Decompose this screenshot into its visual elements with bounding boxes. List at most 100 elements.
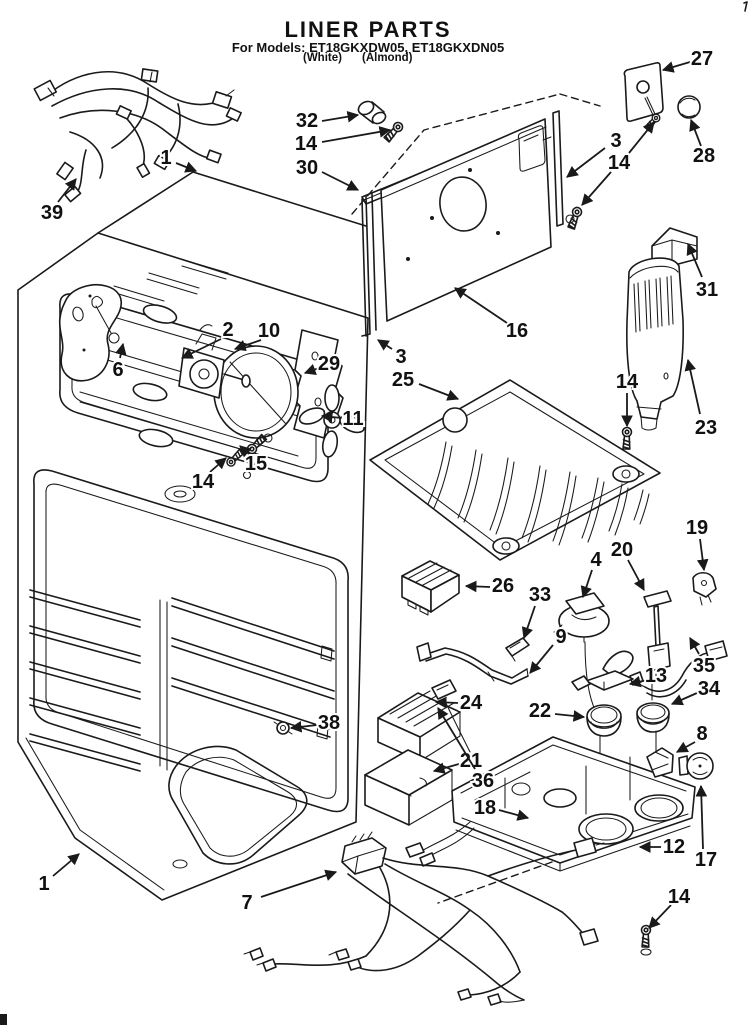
callout-label-22: 22 [529,700,551,722]
callout-arrow-4 [580,569,593,599]
callout-arrow-3 [566,147,606,178]
clip-33 [505,637,530,662]
callout-label-14: 14 [616,371,639,393]
callout-arrow-11 [320,411,343,423]
bulb-socket-8 [646,747,714,780]
callout-arrow-13 [628,675,648,688]
clip-36 [431,679,471,753]
page-title: LINER PARTS [284,17,452,42]
callout-arrow-14 [321,126,392,143]
callout-arrow-21 [432,762,460,774]
bracket-20 [643,590,672,682]
models-line: For Models: ET18GKXDW05, ET18GKXDN05 [0,40,736,55]
callout-label-9: 9 [555,626,566,648]
callout-arrow-18 [498,809,530,821]
callout-label-3: 3 [610,130,621,152]
page-corner-mark [743,1,748,12]
screw-14 [566,205,584,231]
callout-label-23: 23 [695,417,717,439]
bracket-13 [571,650,634,691]
callout-arrow-6 [115,342,127,359]
callout-label-17: 17 [695,849,717,871]
back-panel-16 [380,118,552,322]
light-housing-12 [405,736,696,904]
callout-label-14: 14 [608,152,631,174]
wire-harness-7 [243,831,605,1006]
almond-color-note: (Almond) [362,52,413,64]
callout-label-14: 14 [668,886,691,908]
callout-arrow-10 [233,339,262,352]
spacer-32 [357,100,387,125]
callout-label-18: 18 [474,797,496,819]
control-box-26 [401,560,460,616]
callout-arrow-16 [454,287,508,324]
callout-label-24: 24 [460,692,483,714]
callout-label-3: 3 [395,346,406,368]
callout-label-39: 39 [41,202,63,224]
callout-label-16: 16 [506,320,528,342]
page-edge-mark [0,1014,7,1025]
callout-label-19: 19 [686,517,708,539]
panel-cutout [517,125,552,172]
shield-plate-6 [58,284,122,382]
callout-label-32: 32 [296,110,318,132]
callout-label-29: 29 [318,353,340,375]
callout-label-4: 4 [590,549,602,571]
callout-arrow-15 [239,445,252,458]
callout-label-14: 14 [192,471,215,493]
callout-arrow-25 [418,383,460,401]
callout-label-7: 7 [241,892,252,914]
callout-label-26: 26 [492,575,514,597]
lens-cup-34 [636,702,670,733]
callout-label-13: 13 [645,665,667,687]
callout-arrow-24 [434,696,459,709]
callout-arrow-23 [684,358,701,415]
callout-arrow-29 [303,363,320,375]
callout-arrow-1 [175,161,198,173]
callout-label-34: 34 [698,678,721,700]
callout-arrow-34 [670,692,698,706]
callout-label-33: 33 [529,584,551,606]
model-number-almond: ET18GKXDN05 [411,40,505,55]
air-duct-23 [626,257,684,431]
callout-label-11: 11 [342,408,363,430]
callout-label-15: 15 [245,453,267,475]
foam-cylinder-10 [142,304,178,324]
callout-label-10: 10 [258,320,280,342]
callout-label-27: 27 [691,48,713,70]
callout-arrow-32 [321,110,360,123]
callout-label-25: 25 [392,369,414,391]
white-color-note: (White) [303,52,342,64]
foam-cylinder-10 [138,428,174,448]
callout-arrow-36 [437,706,476,770]
models-separator: , [404,40,412,55]
callout-arrow-27 [661,61,691,73]
callout-label-21: 21 [460,750,482,772]
callout-arrow-17 [695,784,708,850]
callout-label-6: 6 [112,359,123,381]
callout-arrow-30 [321,171,360,191]
liner-cabinet [17,171,369,901]
callout-arrow-26 [464,580,491,593]
screw-14 [382,119,406,144]
fan-motor-assembly [132,304,365,480]
callout-arrow-38 [289,720,318,733]
back-panel-assembly [351,93,601,337]
callout-arrow-7 [260,869,338,898]
cover-plate-27 [623,62,664,133]
clip-19 [692,571,717,606]
callout-arrow-14 [648,904,672,929]
callout-label-12: 12 [663,836,685,858]
callout-arrow-33 [521,605,536,640]
callout-arrow-2 [180,338,222,359]
model-number-white: ET18GKXDW05 [309,40,405,55]
wire-shield-9 [416,642,529,685]
screw-14 [640,924,652,948]
grommet-38 [273,721,293,735]
callout-arrow-14 [581,171,612,206]
callout-label-14: 14 [295,133,318,155]
callout-label-1: 1 [160,147,171,169]
callout-arrow-22 [554,710,586,722]
callout-arrow-31 [686,242,703,278]
